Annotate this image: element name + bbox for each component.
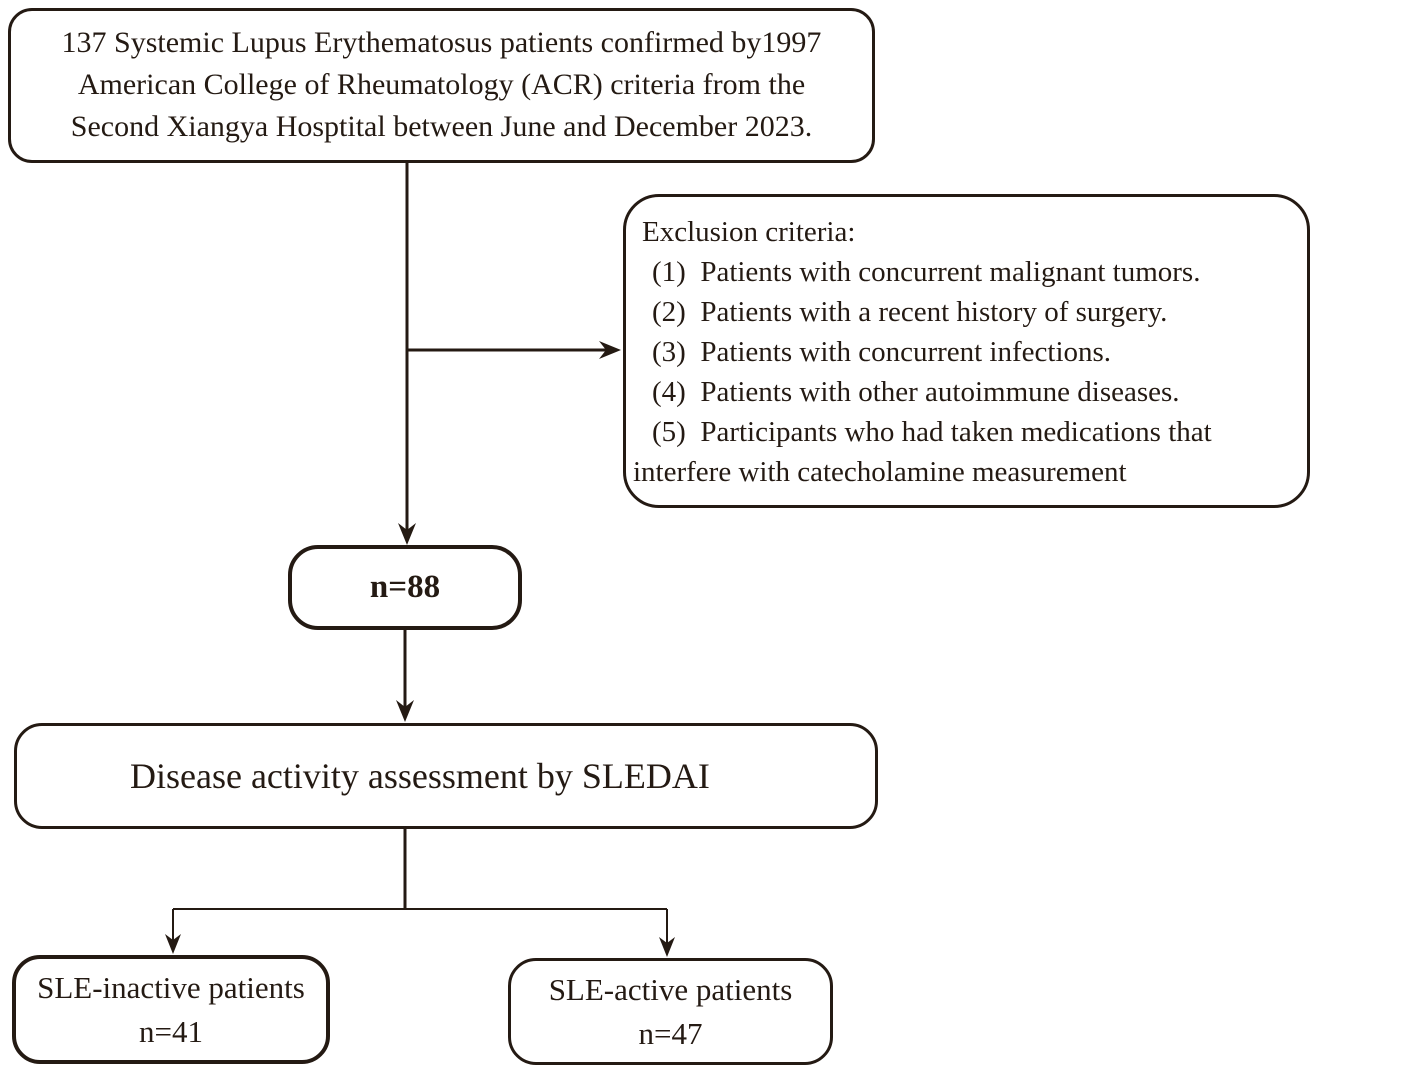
- sle-active-label: SLE-active patients: [548, 971, 793, 1007]
- cohort-count-label: n=88: [369, 569, 441, 605]
- sle-active-count: n=47: [638, 1015, 703, 1051]
- sle-inactive-count: n=41: [139, 1013, 203, 1049]
- exclusion-item-3: (3) Patients with concurrent infections.: [652, 336, 1112, 368]
- cohort-count-box: n=88: [288, 545, 522, 630]
- exclusion-heading: Exclusion criteria:: [642, 216, 856, 248]
- enrollment-box: 137 Systemic Lupus Erythematosus patient…: [8, 8, 875, 163]
- enrollment-line-3: Second Xiangya Hosptital between June an…: [70, 110, 813, 143]
- sle-inactive-box: SLE-inactive patients n=41: [12, 955, 330, 1064]
- exclusion-item-5: (5) Participants who had taken medicatio…: [652, 416, 1212, 448]
- arrowhead-right-exclusion: [599, 341, 621, 359]
- exclusion-criteria-box: Exclusion criteria: (1) Patients with co…: [623, 194, 1310, 508]
- enrollment-line-1: 137 Systemic Lupus Erythematosus patient…: [61, 26, 822, 59]
- sle-active-box: SLE-active patients n=47: [508, 958, 833, 1065]
- assessment-label: Disease activity assessment by SLEDAI: [130, 756, 710, 796]
- exclusion-item-4: (4) Patients with other autoimmune disea…: [652, 376, 1180, 408]
- exclusion-item-2: (2) Patients with a recent history of su…: [652, 296, 1168, 328]
- assessment-box: Disease activity assessment by SLEDAI: [14, 723, 878, 829]
- exclusion-item-5-continuation: interfere with catecholamine measurement: [633, 456, 1127, 488]
- arrowhead-down-cohort: [398, 523, 416, 545]
- enrollment-line-2: American College of Rheumatology (ACR) c…: [77, 68, 806, 101]
- exclusion-item-1: (1) Patients with concurrent malignant t…: [652, 256, 1201, 288]
- sle-inactive-label: SLE-inactive patients: [37, 969, 305, 1005]
- arrowhead-down-assessment: [396, 700, 414, 722]
- arrowhead-down-inactive: [165, 934, 181, 954]
- arrowhead-down-active: [659, 937, 675, 957]
